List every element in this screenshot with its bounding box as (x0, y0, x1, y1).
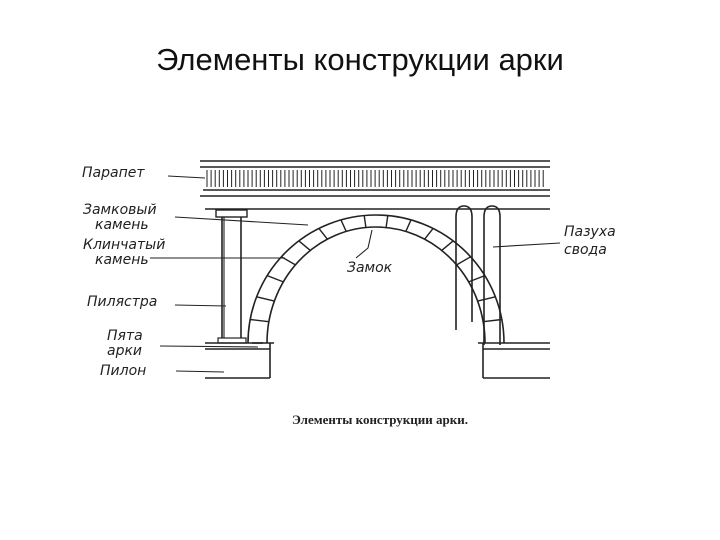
parapet-dentils (206, 170, 544, 187)
arch-ring (247, 214, 505, 344)
voussoir-joint (363, 215, 367, 228)
label-keystone-1: Замковый (83, 202, 157, 218)
label-lock: Замок (347, 260, 393, 276)
voussoir-joint (483, 318, 502, 323)
label-springer-2: арки (107, 343, 142, 359)
voussoir-joint (318, 227, 328, 240)
voussoir-joint (256, 296, 275, 302)
voussoir-joint (340, 219, 347, 232)
slide-title: Элементы конструкции арки (156, 42, 564, 77)
voussoir-joint (456, 256, 471, 266)
voussoir-joint (405, 219, 412, 232)
voussoir-joint (424, 227, 434, 240)
leader-lines (150, 175, 561, 373)
label-parapet: Парапет (82, 165, 145, 181)
parapet-cornice (200, 160, 550, 210)
label-voussoir-2: камень (95, 252, 149, 268)
voussoir-joint (266, 274, 284, 283)
voussoir-joint (468, 274, 486, 283)
label-keystone-2: камень (95, 217, 149, 233)
right-pylon (478, 342, 550, 379)
voussoir-joint (385, 215, 389, 228)
diagram-caption: Элементы конструкции арки. (292, 412, 468, 427)
pilaster (215, 209, 248, 344)
spandrel-columns (455, 205, 501, 345)
label-voussoir-1: Клинчатый (83, 237, 165, 253)
label-pylon: Пилон (100, 363, 146, 379)
label-spandrel-2: свода (564, 242, 607, 258)
voussoir-joint (250, 318, 269, 323)
voussoir-joint (298, 240, 311, 251)
voussoir-joint (477, 296, 496, 302)
voussoir-joints (250, 215, 502, 323)
label-pilaster: Пилястра (87, 294, 157, 310)
label-springer-1: Пята (107, 328, 143, 344)
voussoir-joint (441, 240, 454, 251)
label-spandrel-1: Пазуха (564, 224, 616, 240)
left-pylon (205, 342, 274, 379)
